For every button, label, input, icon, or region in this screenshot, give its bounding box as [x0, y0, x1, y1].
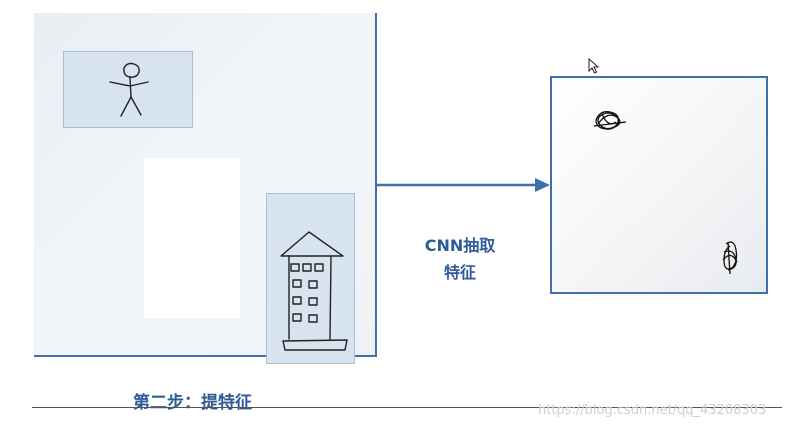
- feature-scribble-building: [722, 241, 738, 275]
- person-region-card: [63, 51, 193, 128]
- watermark-text: https://blog.csdn.net/qq_43208303: [538, 403, 767, 418]
- building-icon: [280, 231, 348, 351]
- arrow-label-line-2: 特征: [443, 263, 476, 282]
- arrow-label-line-1: CNN抽取: [424, 236, 496, 255]
- mouse-cursor-icon: [588, 57, 600, 74]
- building-region-card: [266, 193, 355, 364]
- feature-map-panel: [550, 76, 768, 294]
- arrow-label: CNN抽取 特征: [405, 232, 515, 286]
- feature-scribble-person: [593, 111, 627, 130]
- step-caption: 第二步：提特征: [133, 393, 252, 413]
- flow-arrow: [377, 178, 550, 192]
- stick-figure-icon: [109, 62, 149, 117]
- blank-region: [144, 158, 240, 318]
- divider-line: [32, 407, 782, 408]
